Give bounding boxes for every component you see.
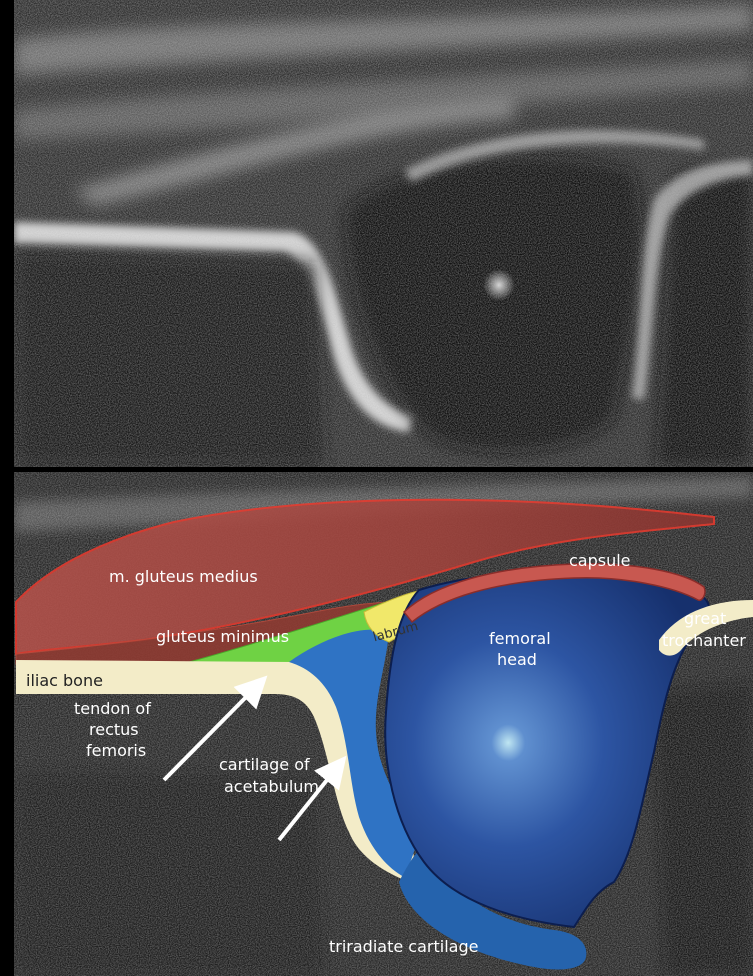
annotated-diagram-svg: m. gluteus medius gluteus minimus capsul… <box>14 472 753 976</box>
label-femoral-head-line1: femoral <box>489 629 551 648</box>
label-tendon-line2: rectus <box>89 720 139 739</box>
label-great-trochanter-line2: trochanter <box>662 631 746 650</box>
label-tendon-line1: tendon of <box>74 699 151 718</box>
ultrasound-image-raw <box>14 0 753 467</box>
label-femoral-head-line2: head <box>497 650 537 669</box>
ultrasound-image-annotated: m. gluteus medius gluteus minimus capsul… <box>14 472 753 976</box>
label-tendon-line3: femoris <box>86 741 146 760</box>
label-iliac-bone: iliac bone <box>26 671 103 690</box>
label-great-trochanter-line1: great <box>684 609 726 628</box>
label-cartilage-line2: acetabulum <box>224 777 319 796</box>
label-cartilage-line1: cartilage of <box>219 755 310 774</box>
ultrasound-raw-svg <box>14 0 753 467</box>
label-triradiate-cartilage: triradiate cartilage <box>329 937 478 956</box>
label-gluteus-medius: m. gluteus medius <box>109 567 258 586</box>
label-gluteus-minimus: gluteus minimus <box>156 627 289 646</box>
label-capsule: capsule <box>569 551 631 570</box>
